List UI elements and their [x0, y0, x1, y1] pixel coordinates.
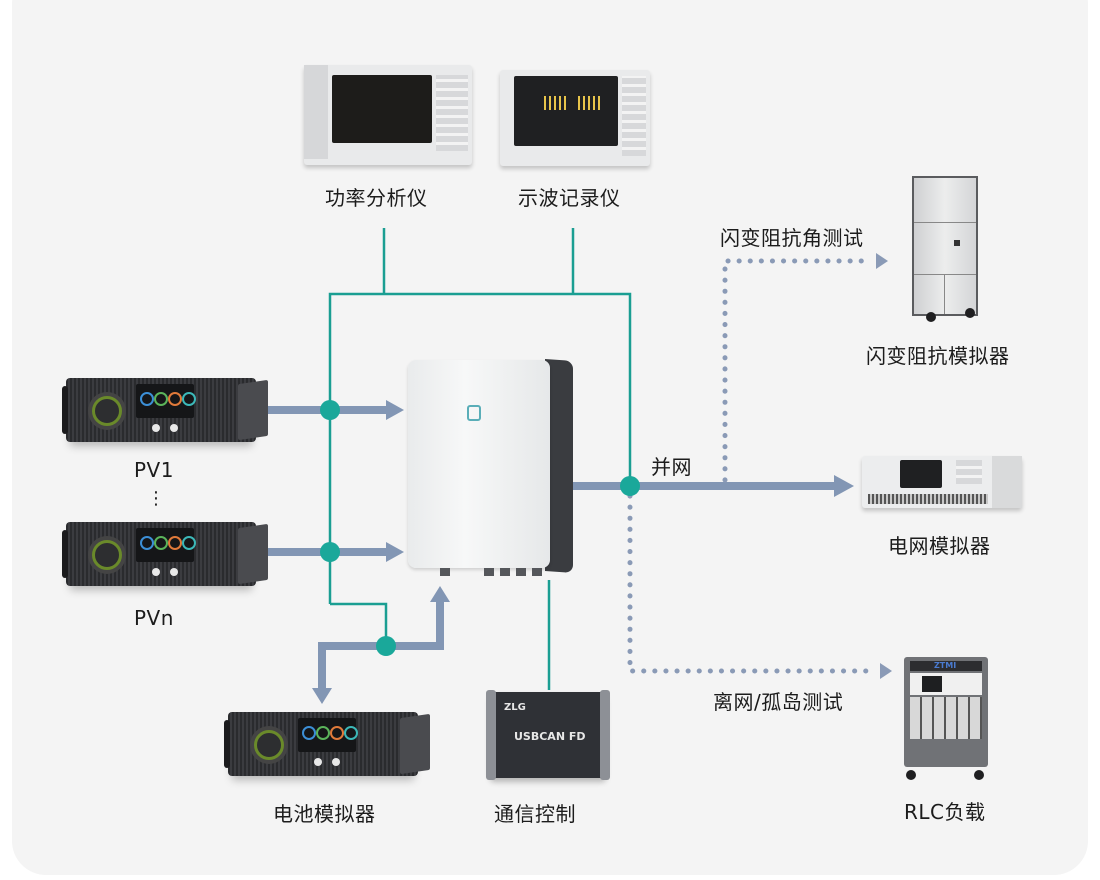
grid-junction	[620, 476, 640, 496]
grid-connection-label: 并网	[651, 455, 692, 479]
power-arrowheads	[312, 400, 854, 704]
inverter-connector	[440, 568, 450, 576]
wheel	[965, 308, 975, 318]
oscilloscope-recorder-device[interactable]	[500, 70, 650, 166]
off-grid-island-test-label: 离网/孤岛测试	[713, 690, 844, 714]
island-test-path	[627, 493, 876, 674]
wheel	[906, 770, 916, 780]
inverter-device[interactable]	[408, 360, 550, 568]
impedance-simulator-label: 闪变阻抗模拟器	[866, 344, 1010, 368]
junctions	[320, 400, 640, 656]
pvn-simulator-device[interactable]	[62, 522, 268, 586]
battery-measure-line	[330, 602, 388, 646]
pv1-simulator-device[interactable]	[62, 378, 268, 442]
grid-simulator-label: 电网模拟器	[888, 534, 991, 558]
inverter-connector	[532, 568, 542, 576]
inverter-logo-icon	[467, 405, 481, 421]
impedance-test-arrowhead	[876, 253, 888, 269]
inverter-connector	[516, 568, 526, 576]
island-test-arrowhead	[880, 663, 892, 679]
wheel	[974, 770, 984, 780]
communication-control-label: 通信控制	[494, 802, 576, 826]
rlc-brand: ZTMI	[934, 661, 957, 670]
inverter-up-arrowhead	[430, 586, 450, 602]
usbcan-device[interactable]: ZLG USBCAN FD	[486, 690, 610, 780]
power-analyzer-device[interactable]	[304, 65, 472, 165]
battery-down-arrowhead	[312, 688, 332, 704]
pv1-junction	[320, 400, 340, 420]
wheel	[926, 312, 936, 322]
inverter-connector	[500, 568, 510, 576]
impedance-angle-test-label: 闪变阻抗角测试	[720, 226, 864, 250]
grid-simulator-device[interactable]	[862, 456, 1022, 508]
rlc-load-label: RLC负载	[904, 800, 986, 824]
pvn-label: PVn	[134, 606, 174, 630]
impedance-simulator-device[interactable]	[912, 176, 978, 316]
impedance-test-path	[722, 258, 871, 483]
grid-arrowhead	[834, 475, 854, 497]
rlc-load-device[interactable]: ZTMI	[904, 657, 988, 767]
power-analyzer-label: 功率分析仪	[325, 186, 428, 210]
pv-ellipsis: ⋮	[147, 488, 166, 509]
pvn-junction	[320, 542, 340, 562]
can-device-text: USBCAN FD	[514, 730, 586, 743]
pvn-arrowhead	[386, 542, 404, 562]
battery-simulator-device[interactable]	[224, 712, 430, 776]
can-brand: ZLG	[504, 702, 526, 713]
battery-simulator-label: 电池模拟器	[273, 802, 376, 826]
pv1-arrowhead	[386, 400, 404, 420]
inverter-connector	[484, 568, 494, 576]
pv1-label: PV1	[134, 458, 174, 482]
oscilloscope-recorder-label: 示波记录仪	[518, 186, 621, 210]
measurement-bus	[328, 292, 632, 604]
battery-junction	[376, 636, 396, 656]
measurement-lines	[328, 228, 632, 690]
